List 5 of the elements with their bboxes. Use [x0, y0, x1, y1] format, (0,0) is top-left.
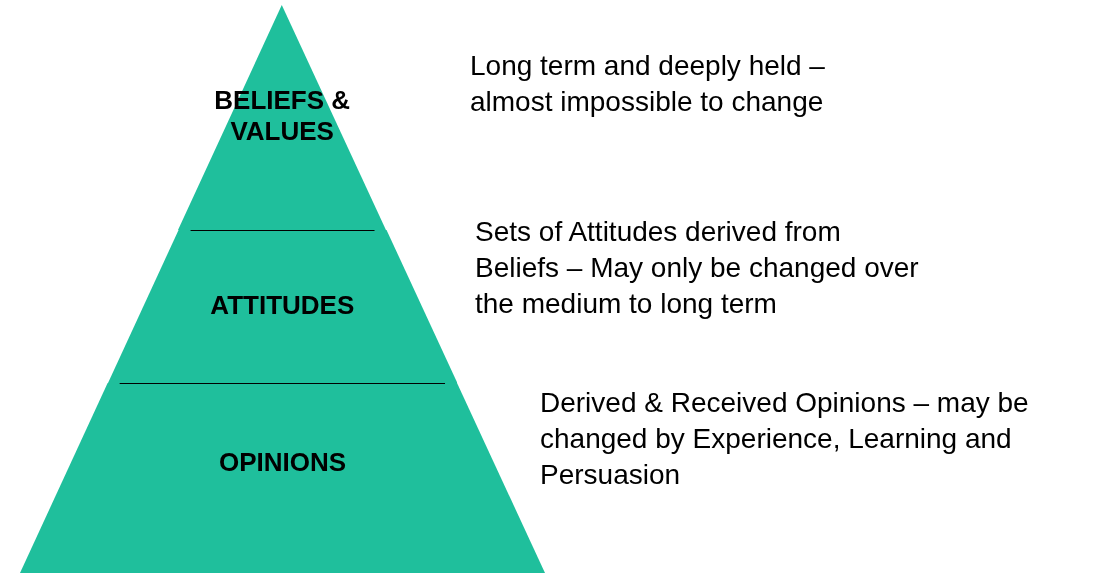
description-text: Long term and deeply held – almost impossible to change: [470, 49, 826, 119]
description-text: Sets of Attitudes derived from Beliefs – May only be changed over the medium to long term: [475, 215, 920, 321]
description-text: Derived & Received Opinions – may be changed by Experience, Learning and Persuasion: [540, 386, 1030, 492]
tier-label: ATTITUDES: [209, 290, 356, 321]
tier-label: OPINIONS: [217, 447, 348, 478]
